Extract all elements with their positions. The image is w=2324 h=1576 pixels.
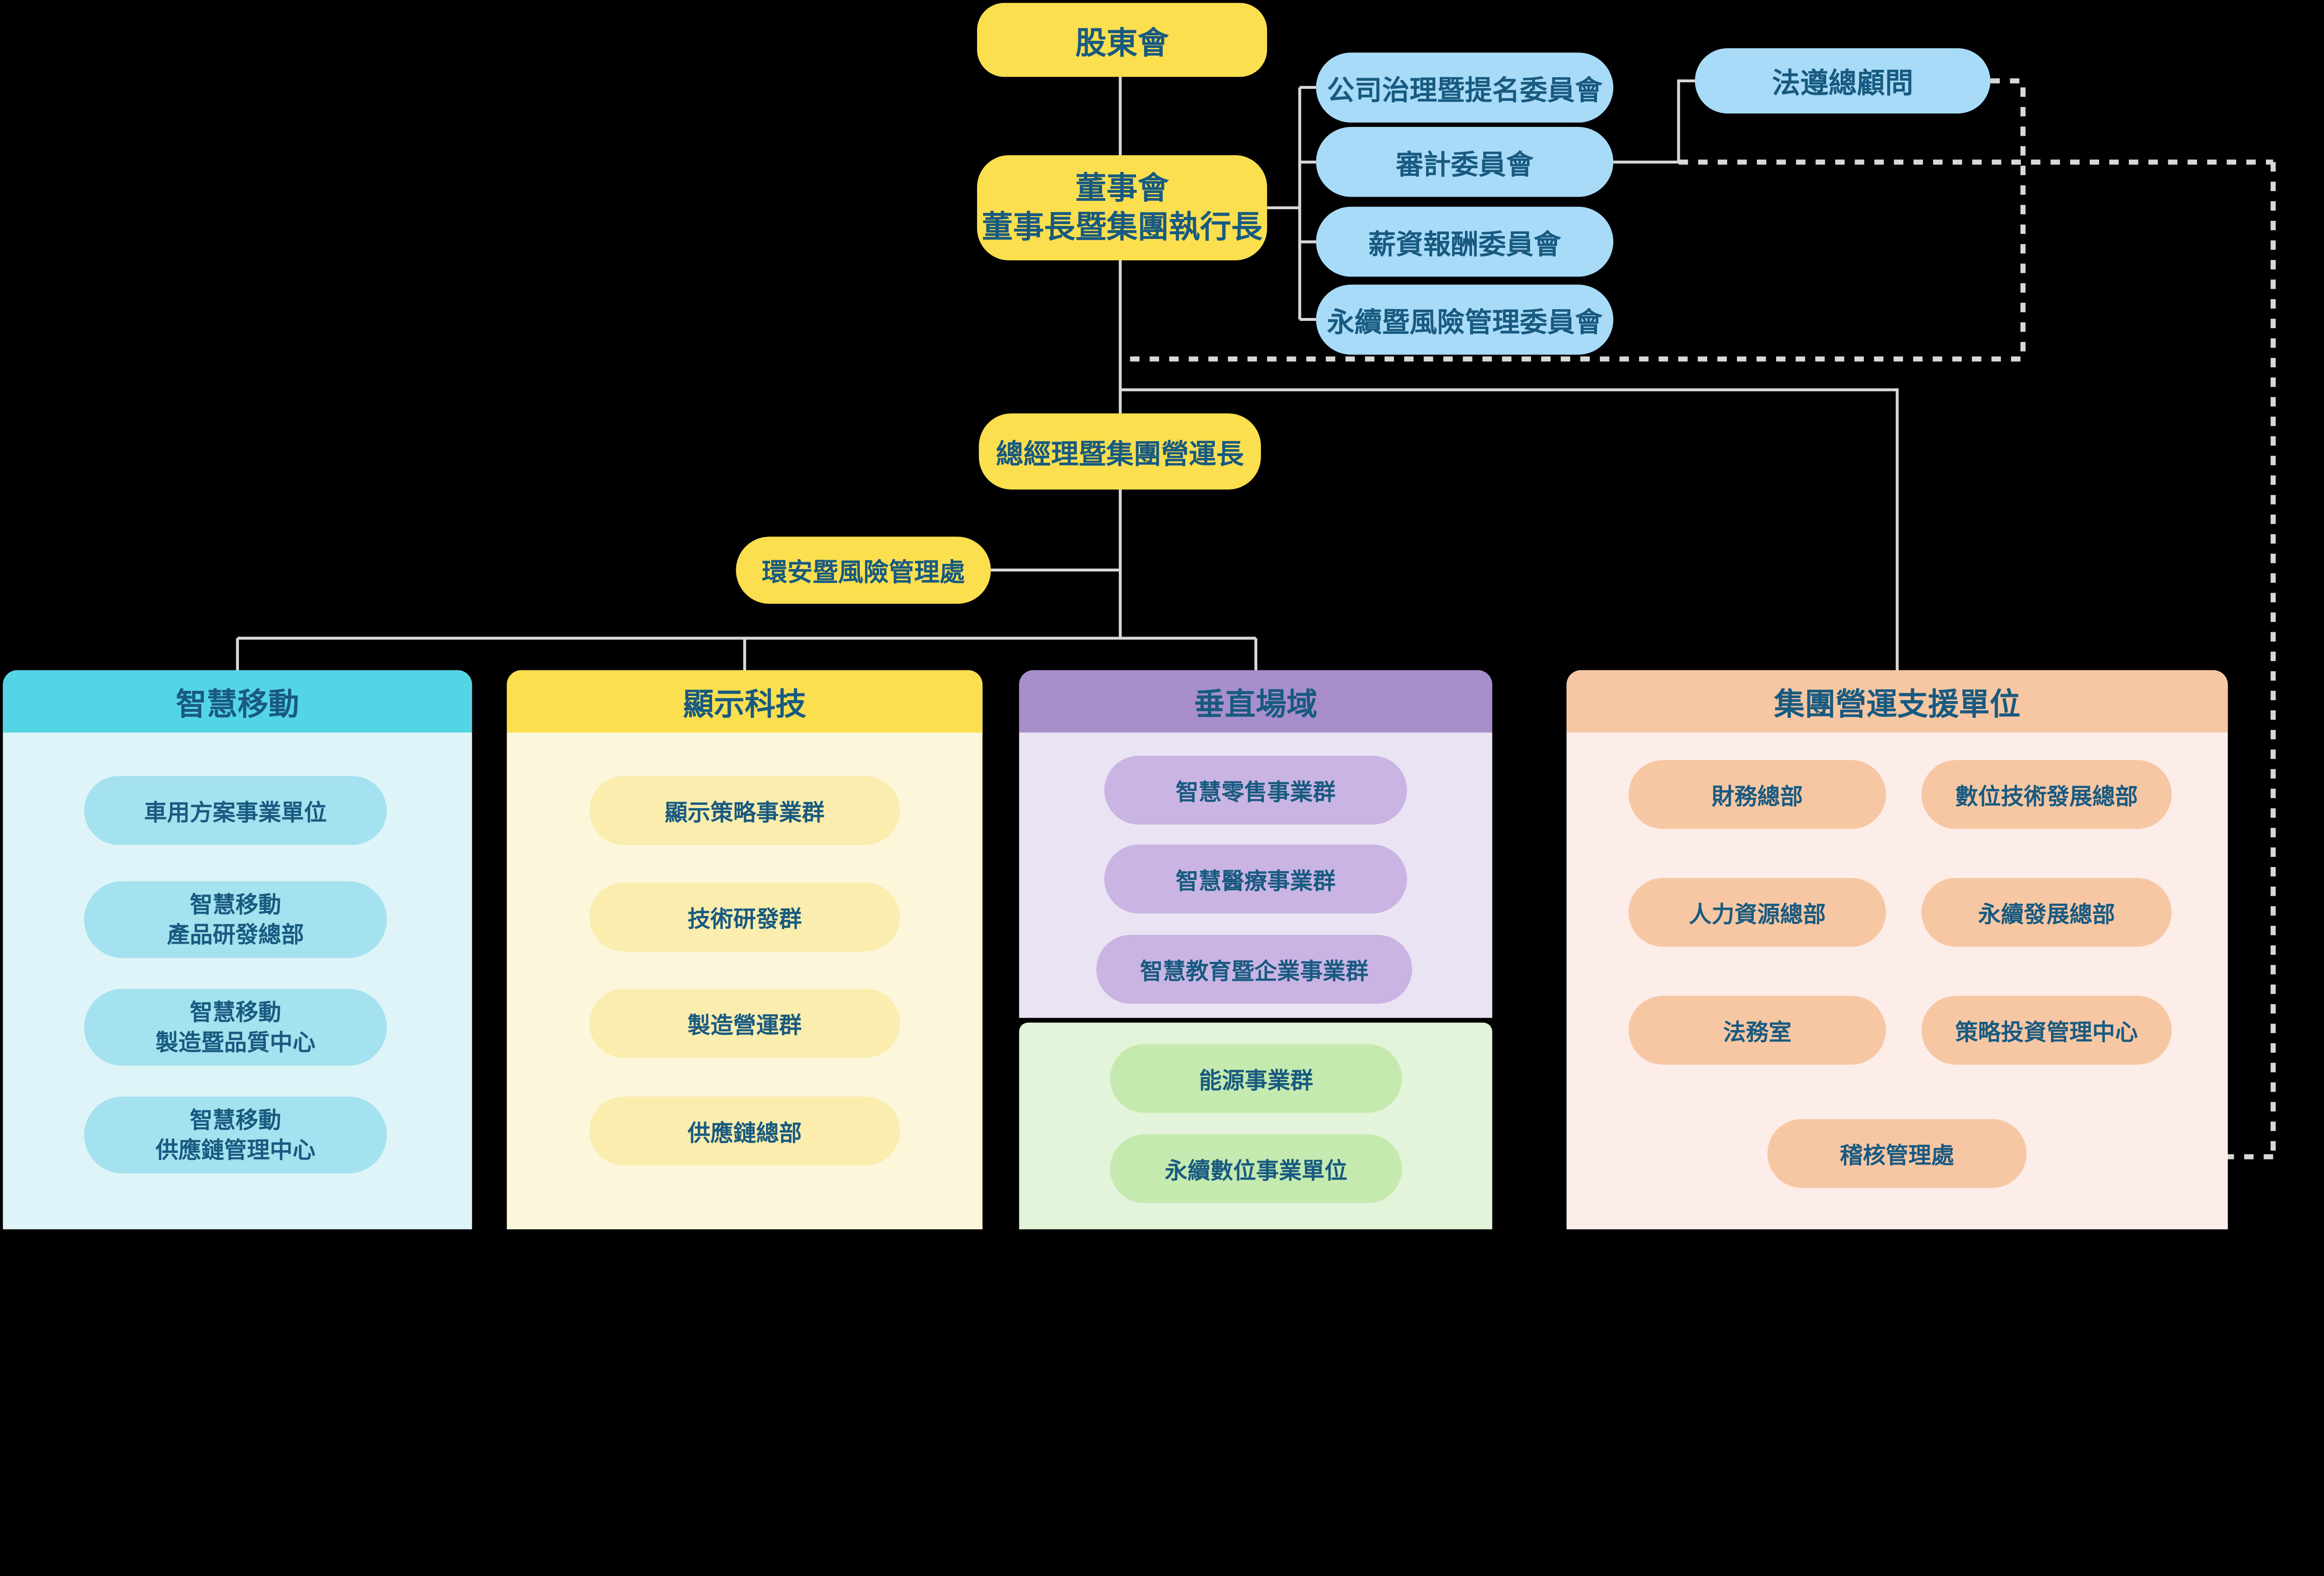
column-header: 智慧移動 [3,670,472,733]
item-pill: 智慧教育暨企業事業群 [1096,934,1413,1004]
item-pill: 製造營運群 [589,989,900,1058]
item-pill: 法務室 [1628,995,1886,1065]
committee-pill-governance: 公司治理暨提名委員會 [1316,53,1613,123]
item-pill: 智慧移動 製造暨品質中心 [84,989,387,1066]
item-pill: 人力資源總部 [1628,878,1886,947]
column-header: 垂直場域 [1019,670,1492,733]
item-pill: 顯示策略事業群 [589,776,900,845]
item-pill: 智慧醫療事業群 [1104,844,1407,914]
committee-pill-compensation: 薪資報酬委員會 [1316,206,1613,277]
item-pill: 財務總部 [1628,760,1886,829]
node-compliance-advisor: 法遵總顧問 [1695,48,1991,114]
item-pill: 策略投資管理中心 [1921,995,2172,1065]
column-header: 顯示科技 [507,670,983,733]
committee-pill-audit: 審計委員會 [1316,127,1613,197]
item-pill: 智慧零售事業群 [1104,755,1407,825]
item-pill: 智慧移動 產品研發總部 [84,881,387,958]
node-board: 董事會 董事長暨集團執行長 [977,155,1268,261]
item-pill: 技術研發群 [589,882,900,952]
item-pill: 能源事業群 [1110,1044,1402,1113]
committee-pill-sustainability-risk: 永續暨風險管理委員會 [1316,285,1613,355]
item-pill: 數位技術發展總部 [1921,760,2172,829]
node-shareholders: 股東會 [977,3,1268,77]
node-president: 總經理暨集團營運長 [979,413,1261,490]
item-pill: 車用方案事業單位 [84,776,387,845]
item-pill: 智慧移動 供應鏈管理中心 [84,1096,387,1174]
column-header: 集團營運支援單位 [1566,670,2228,733]
item-pill: 供應鏈總部 [589,1096,900,1165]
item-pill: 永續發展總部 [1921,878,2172,947]
node-ehs-office: 環安暨風險管理處 [736,536,991,604]
item-pill: 永續數位事業單位 [1110,1134,1402,1204]
item-pill: 稽核管理處 [1767,1119,2027,1188]
connector-lines [236,77,2276,1159]
